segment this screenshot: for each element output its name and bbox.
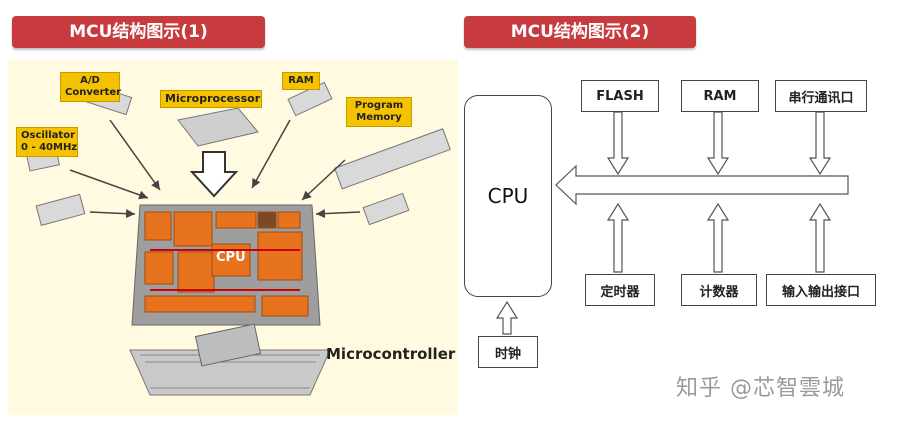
timer-up-arrow xyxy=(606,202,630,273)
cpu-label: CPU xyxy=(487,184,529,208)
ram-box: RAM xyxy=(681,80,759,112)
io-up-arrow xyxy=(808,202,832,273)
serial-down-arrow xyxy=(808,111,832,176)
ram-down-arrow xyxy=(706,111,730,176)
flash-down-arrow xyxy=(606,111,630,176)
microcontroller-label: Microcontroller xyxy=(326,345,456,363)
microprocessor-chip xyxy=(177,107,259,147)
clock-box: 时钟 xyxy=(478,336,538,368)
ram-label: RAM xyxy=(282,72,320,90)
watermark: 知乎 @芯智雲城 xyxy=(676,376,845,401)
oscillator-label: Oscillator 0 - 40MHz xyxy=(16,127,78,157)
timer-box: 定时器 xyxy=(585,274,655,306)
microcontroller-package xyxy=(129,349,331,396)
ad-converter-label: A/D Converter xyxy=(60,72,121,102)
program-memory-chip xyxy=(334,128,451,190)
microprocessor-label: Microprocessor xyxy=(160,90,262,108)
serial-port-box: 串行通讯口 xyxy=(775,80,867,112)
big-down-arrow xyxy=(189,151,239,198)
left-side-chip xyxy=(35,193,86,226)
right-side-chip xyxy=(362,192,410,226)
flash-box: FLASH xyxy=(581,80,659,112)
clock-up-arrow xyxy=(495,300,519,335)
counter-up-arrow xyxy=(706,202,730,273)
right-banner: MCU结构图示(2) xyxy=(464,16,696,48)
block-diagram xyxy=(495,111,849,335)
counter-box: 计数器 xyxy=(681,274,757,306)
io-interface-box: 输入输出接口 xyxy=(766,274,876,306)
board-cpu-label: CPU xyxy=(216,250,246,265)
program-memory-label: Program Memory xyxy=(346,97,412,127)
die xyxy=(194,323,262,367)
ram-chip xyxy=(287,81,333,117)
left-banner: MCU结构图示(1) xyxy=(12,16,265,48)
bus-arrow xyxy=(555,164,849,206)
cpu-block: CPU xyxy=(464,95,552,297)
